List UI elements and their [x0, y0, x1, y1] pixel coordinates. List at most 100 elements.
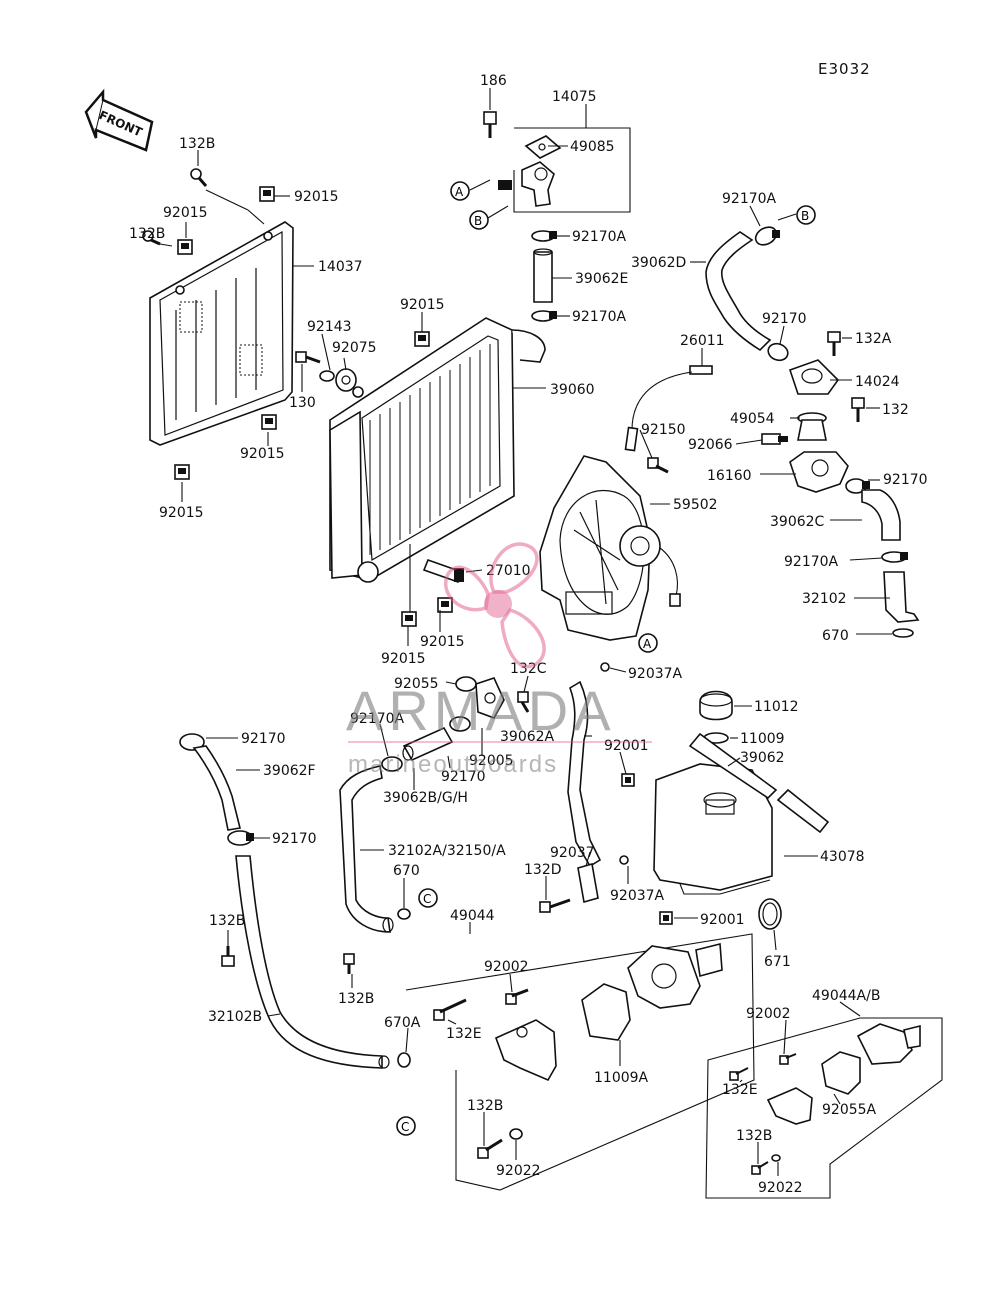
watermark-tagline: marineoutboards [348, 751, 558, 778]
clip-92037a-mid [619, 855, 629, 865]
label-16160: 16160 [707, 468, 752, 484]
radiator-core [329, 317, 546, 583]
oring-670 [892, 628, 914, 638]
thermostat-cover-14024 [788, 359, 840, 395]
label-92170a-a: 92170A [572, 229, 627, 245]
bolt-132b-pump [477, 1138, 503, 1159]
oring-670-center [397, 908, 411, 920]
callout-b-right: B [796, 205, 816, 225]
bolt-132c [517, 691, 530, 713]
hose-39062 [688, 732, 830, 834]
radiator-screen [149, 221, 294, 446]
callout-a-mid-label: A [643, 637, 652, 651]
propeller-logo-icon [444, 542, 546, 669]
bolt-92002 [505, 988, 529, 1005]
callout-c-low: C [396, 1116, 416, 1136]
bolt-92002-ab [779, 1053, 797, 1065]
label-132b-f: 132B [736, 1128, 772, 1144]
bolt-130 [295, 351, 321, 364]
oring-670a [397, 1052, 411, 1068]
label-186: 186 [480, 73, 507, 89]
gasket-49085 [524, 135, 562, 159]
bolt-186 [483, 111, 497, 138]
label-27010: 27010 [486, 563, 531, 579]
label-14037: 14037 [318, 259, 363, 275]
label-132: 132 [882, 402, 909, 418]
label-92015-a: 92015 [294, 189, 339, 205]
label-92015-d: 92015 [240, 446, 285, 462]
label-39062: 39062 [740, 750, 785, 766]
clamp-92170a-top [531, 230, 557, 242]
gasket-11009a [581, 983, 631, 1041]
label-92066: 92066 [688, 437, 733, 453]
label-92055: 92055 [394, 676, 439, 692]
temp-sensor-27010 [422, 558, 464, 584]
callout-a-mid: A [638, 633, 658, 653]
bolt-132 [851, 397, 865, 422]
label-92015-g: 92015 [381, 651, 426, 667]
callout-c-mid: C [418, 888, 438, 908]
washer-92022 [509, 1128, 523, 1140]
label-92170-d: 92170 [441, 769, 486, 785]
pump-body [627, 942, 723, 1009]
label-26011: 26011 [680, 333, 725, 349]
clamp-92170-d [767, 342, 789, 362]
leader-lines [159, 88, 892, 1176]
pipe-32102 [883, 571, 920, 623]
label-92170a-b: 92170A [572, 309, 627, 325]
label-39062f: 39062F [263, 763, 316, 779]
label-39062e: 39062E [575, 271, 628, 287]
label-132b-b: 132B [129, 226, 165, 242]
grommet-92015-radiator-mid [437, 597, 453, 613]
label-11012: 11012 [754, 699, 799, 715]
label-92075: 92075 [332, 340, 377, 356]
label-132d: 132D [524, 862, 562, 878]
callout-c-low-label: C [401, 1120, 409, 1134]
label-11009a: 11009A [594, 1070, 649, 1086]
oring-671 [758, 898, 782, 930]
label-32102: 32102 [802, 591, 847, 607]
bolt-92001-top [621, 773, 635, 787]
label-14075: 14075 [552, 89, 597, 105]
clamp-92170-center [449, 716, 471, 732]
bolt-132b-ab [751, 1161, 769, 1175]
hose-39062c [861, 489, 901, 541]
clamp-92170a-center [381, 756, 403, 772]
grommet-92015-bottom [174, 464, 190, 480]
label-92015-f: 92015 [420, 634, 465, 650]
reservoir-43078 [653, 763, 773, 895]
label-132b-c: 132B [209, 913, 245, 929]
reservoir-cap-11012 [699, 690, 733, 721]
label-49085: 49085 [570, 139, 615, 155]
thermostat-49054 [797, 412, 827, 441]
grommet-92015-radiator-bottom [401, 611, 417, 627]
bolt-132b-left-low [221, 946, 235, 967]
label-92150: 92150 [641, 422, 686, 438]
thermostat-housing-16160 [789, 451, 849, 493]
label-670-a: 670 [822, 628, 849, 644]
label-132a: 132A [855, 331, 892, 347]
label-670a: 670A [384, 1015, 421, 1031]
label-14024: 14024 [855, 374, 900, 390]
grommet-92015-radiator-top [414, 331, 430, 347]
hose-39062a [567, 680, 602, 868]
label-92170a-c: 92170A [722, 191, 777, 207]
clamp-92170-left-mid [227, 830, 254, 846]
label-49044: 49044 [450, 908, 495, 924]
washer-92143 [319, 370, 335, 382]
hose-39062e [533, 248, 553, 303]
label-39062c: 39062C [770, 514, 825, 530]
label-92037a-a: 92037A [628, 666, 683, 682]
label-92170a-e: 92170A [350, 711, 405, 727]
label-92055a: 92055A [822, 1102, 877, 1118]
bolt-132e [433, 998, 467, 1021]
cooling-fan [539, 455, 681, 641]
front-arrow-icon: FRONT [84, 88, 154, 152]
grommet-92015-mid [261, 414, 277, 430]
label-92015-e: 92015 [159, 505, 204, 521]
label-132b-a: 132B [179, 136, 215, 152]
label-92170a-d: 92170A [784, 554, 839, 570]
washer-92022-ab [771, 1154, 781, 1162]
fitting-14075 [498, 161, 555, 207]
